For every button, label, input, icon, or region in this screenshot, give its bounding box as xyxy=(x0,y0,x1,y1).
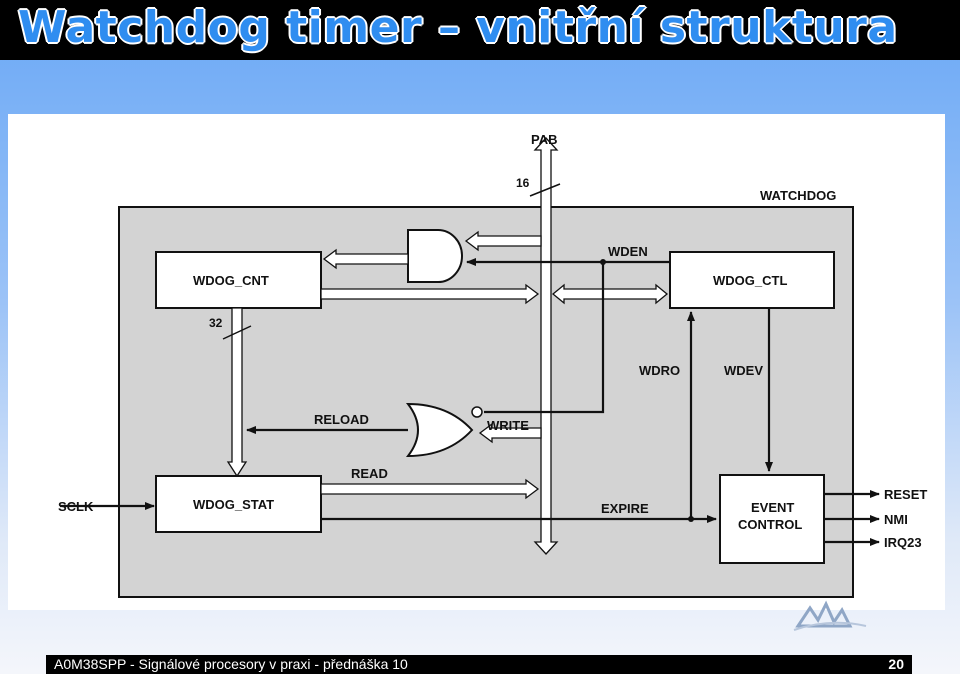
watchdog-label: WATCHDOG xyxy=(760,188,836,203)
reload-label: RELOAD xyxy=(314,412,369,427)
wdev-label: WDEV xyxy=(724,363,763,378)
wdog-stat-label: WDOG_STAT xyxy=(193,497,274,512)
wdog-stat-box xyxy=(155,475,322,533)
irq23-label: IRQ23 xyxy=(884,535,922,550)
event-control-line1: EVENT xyxy=(751,500,794,515)
watchdog-diagram: WATCHDOG PAB 16 WDOG_CNT WDOG_CTL WDOG_S… xyxy=(8,114,945,610)
event-control-line2: CONTROL xyxy=(738,517,802,532)
university-logo-icon xyxy=(793,600,867,631)
wden-to-or-line xyxy=(484,262,605,414)
reset-label: RESET xyxy=(884,487,927,502)
diagram-svg: WATCHDOG PAB 16 WDOG_CNT WDOG_CTL WDOG_S… xyxy=(58,132,927,598)
cnt-width-label: 32 xyxy=(209,316,223,330)
bus-arrow-cnt-to-pab xyxy=(320,283,540,305)
footer-text: A0M38SPP - Signálové procesory v praxi -… xyxy=(54,656,408,672)
expire-junction xyxy=(688,516,694,522)
sclk-label: SCLK xyxy=(58,499,94,514)
wdog-cnt-label: WDOG_CNT xyxy=(193,273,269,288)
and-gate xyxy=(407,229,463,283)
pab-label: PAB xyxy=(531,132,557,147)
bus-arrow-write-to-or xyxy=(478,422,542,444)
wdog-ctl-box xyxy=(669,251,835,309)
event-control-box xyxy=(719,474,825,564)
expire-label: EXPIRE xyxy=(601,501,649,516)
or-gate-inverter xyxy=(471,406,483,418)
nmi-label: NMI xyxy=(884,512,908,527)
cnt-width-slash xyxy=(222,325,252,340)
wdog-ctl-label: WDOG_CTL xyxy=(713,273,787,288)
write-label: WRITE xyxy=(487,418,529,433)
wden-label: WDEN xyxy=(608,244,648,259)
bus-arrow-cnt-to-stat xyxy=(226,307,248,478)
pab-width-label: 16 xyxy=(516,176,530,190)
title-bar: Watchdog timer – vnitřní struktura xyxy=(0,0,960,60)
bus-arrow-stat-to-pab xyxy=(320,478,540,500)
wdro-label: WDRO xyxy=(639,363,680,378)
read-label: READ xyxy=(351,466,388,481)
or-gate xyxy=(405,402,474,458)
bus-arrow-pab-to-and xyxy=(464,230,542,252)
page-number: 20 xyxy=(888,656,904,672)
slide-title: Watchdog timer – vnitřní struktura xyxy=(18,2,898,53)
wden-junction xyxy=(600,259,606,265)
footer-bar: A0M38SPP - Signálové procesory v praxi -… xyxy=(46,655,912,674)
bus-arrow-pab-ctl xyxy=(551,283,669,305)
bus-arrow-and-to-cnt xyxy=(322,248,409,270)
